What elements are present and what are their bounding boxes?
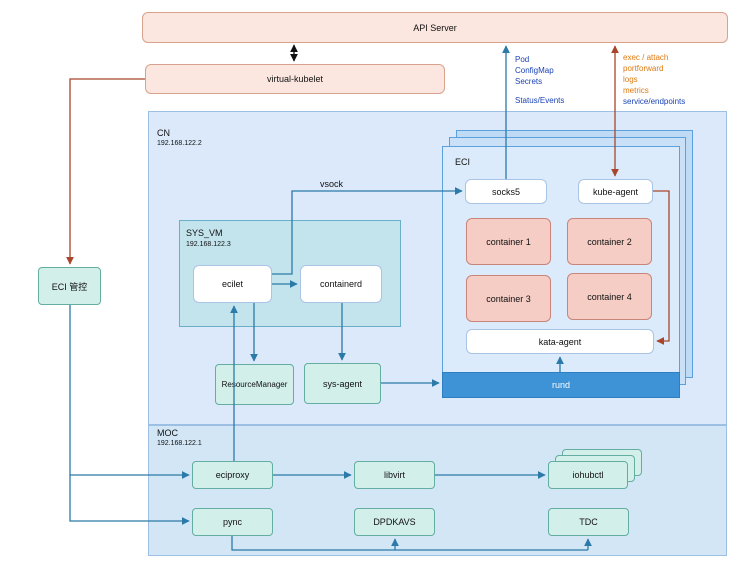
container-4: container 4: [567, 273, 652, 320]
kubeagent-to-kataagent: [653, 190, 670, 345]
iohubctl-node: iohubctl: [548, 461, 628, 489]
api-resource-secrets: Secrets: [515, 77, 543, 86]
api-resource-pod: Pod: [515, 55, 530, 64]
socks5-node: socks5: [465, 179, 547, 204]
virtual-kubelet-node: virtual-kubelet: [145, 64, 445, 94]
cn-ip: 192.168.122.2: [157, 140, 202, 147]
pync-node: pync: [192, 508, 273, 536]
tdc-node: TDC: [548, 508, 629, 536]
agent-function-service-endpoints: service/endpoints: [623, 97, 686, 106]
api-server-node: API Server: [142, 12, 728, 43]
vsock-label: vsock: [320, 179, 344, 189]
agent-function-metrics: metrics: [623, 86, 649, 95]
libvirt-node: libvirt: [354, 461, 435, 489]
ecilet-node: ecilet: [193, 265, 272, 303]
vk-to-eci-control: [66, 78, 145, 265]
containerd-node: containerd: [300, 265, 382, 303]
eci-control-to-pync: [69, 475, 190, 525]
eciproxy-node: eciproxy: [192, 461, 273, 489]
moc-ip: 192.168.122.1: [157, 440, 202, 447]
sys-vm-label: SYS_VM: [186, 228, 223, 238]
cn-label: CN: [157, 128, 170, 138]
agent-function-logs: logs: [623, 75, 638, 84]
resource-manager-node: ResourceManager: [215, 364, 294, 405]
api-resource-configmap: ConfigMap: [515, 66, 554, 75]
kube-agent-node: kube-agent: [578, 179, 653, 204]
agent-function-exec-attach: exec / attach: [623, 53, 669, 62]
pync-bus: [231, 536, 588, 551]
ecilet-to-socks5-vsock: [272, 187, 463, 275]
rund-bar: rund: [442, 372, 680, 398]
eci-label: ECI: [455, 157, 471, 167]
container-3: container 3: [466, 275, 551, 322]
sys-vm-ip: 192.168.122.3: [186, 241, 231, 248]
moc-label: MOC: [157, 428, 178, 438]
dpdkavs-node: DPDKAVS: [354, 508, 435, 536]
container-2: container 2: [567, 218, 652, 265]
kata-agent-node: kata-agent: [466, 329, 654, 354]
eci-control-to-eciproxy: [69, 305, 190, 479]
api-resource-status-events: Status/Events: [515, 96, 565, 105]
agent-function-portforward: portforward: [623, 64, 664, 73]
container-1: container 1: [466, 218, 551, 265]
eci-control-node: ECI 管控: [38, 267, 101, 305]
sys-agent-node: sys-agent: [304, 363, 381, 404]
